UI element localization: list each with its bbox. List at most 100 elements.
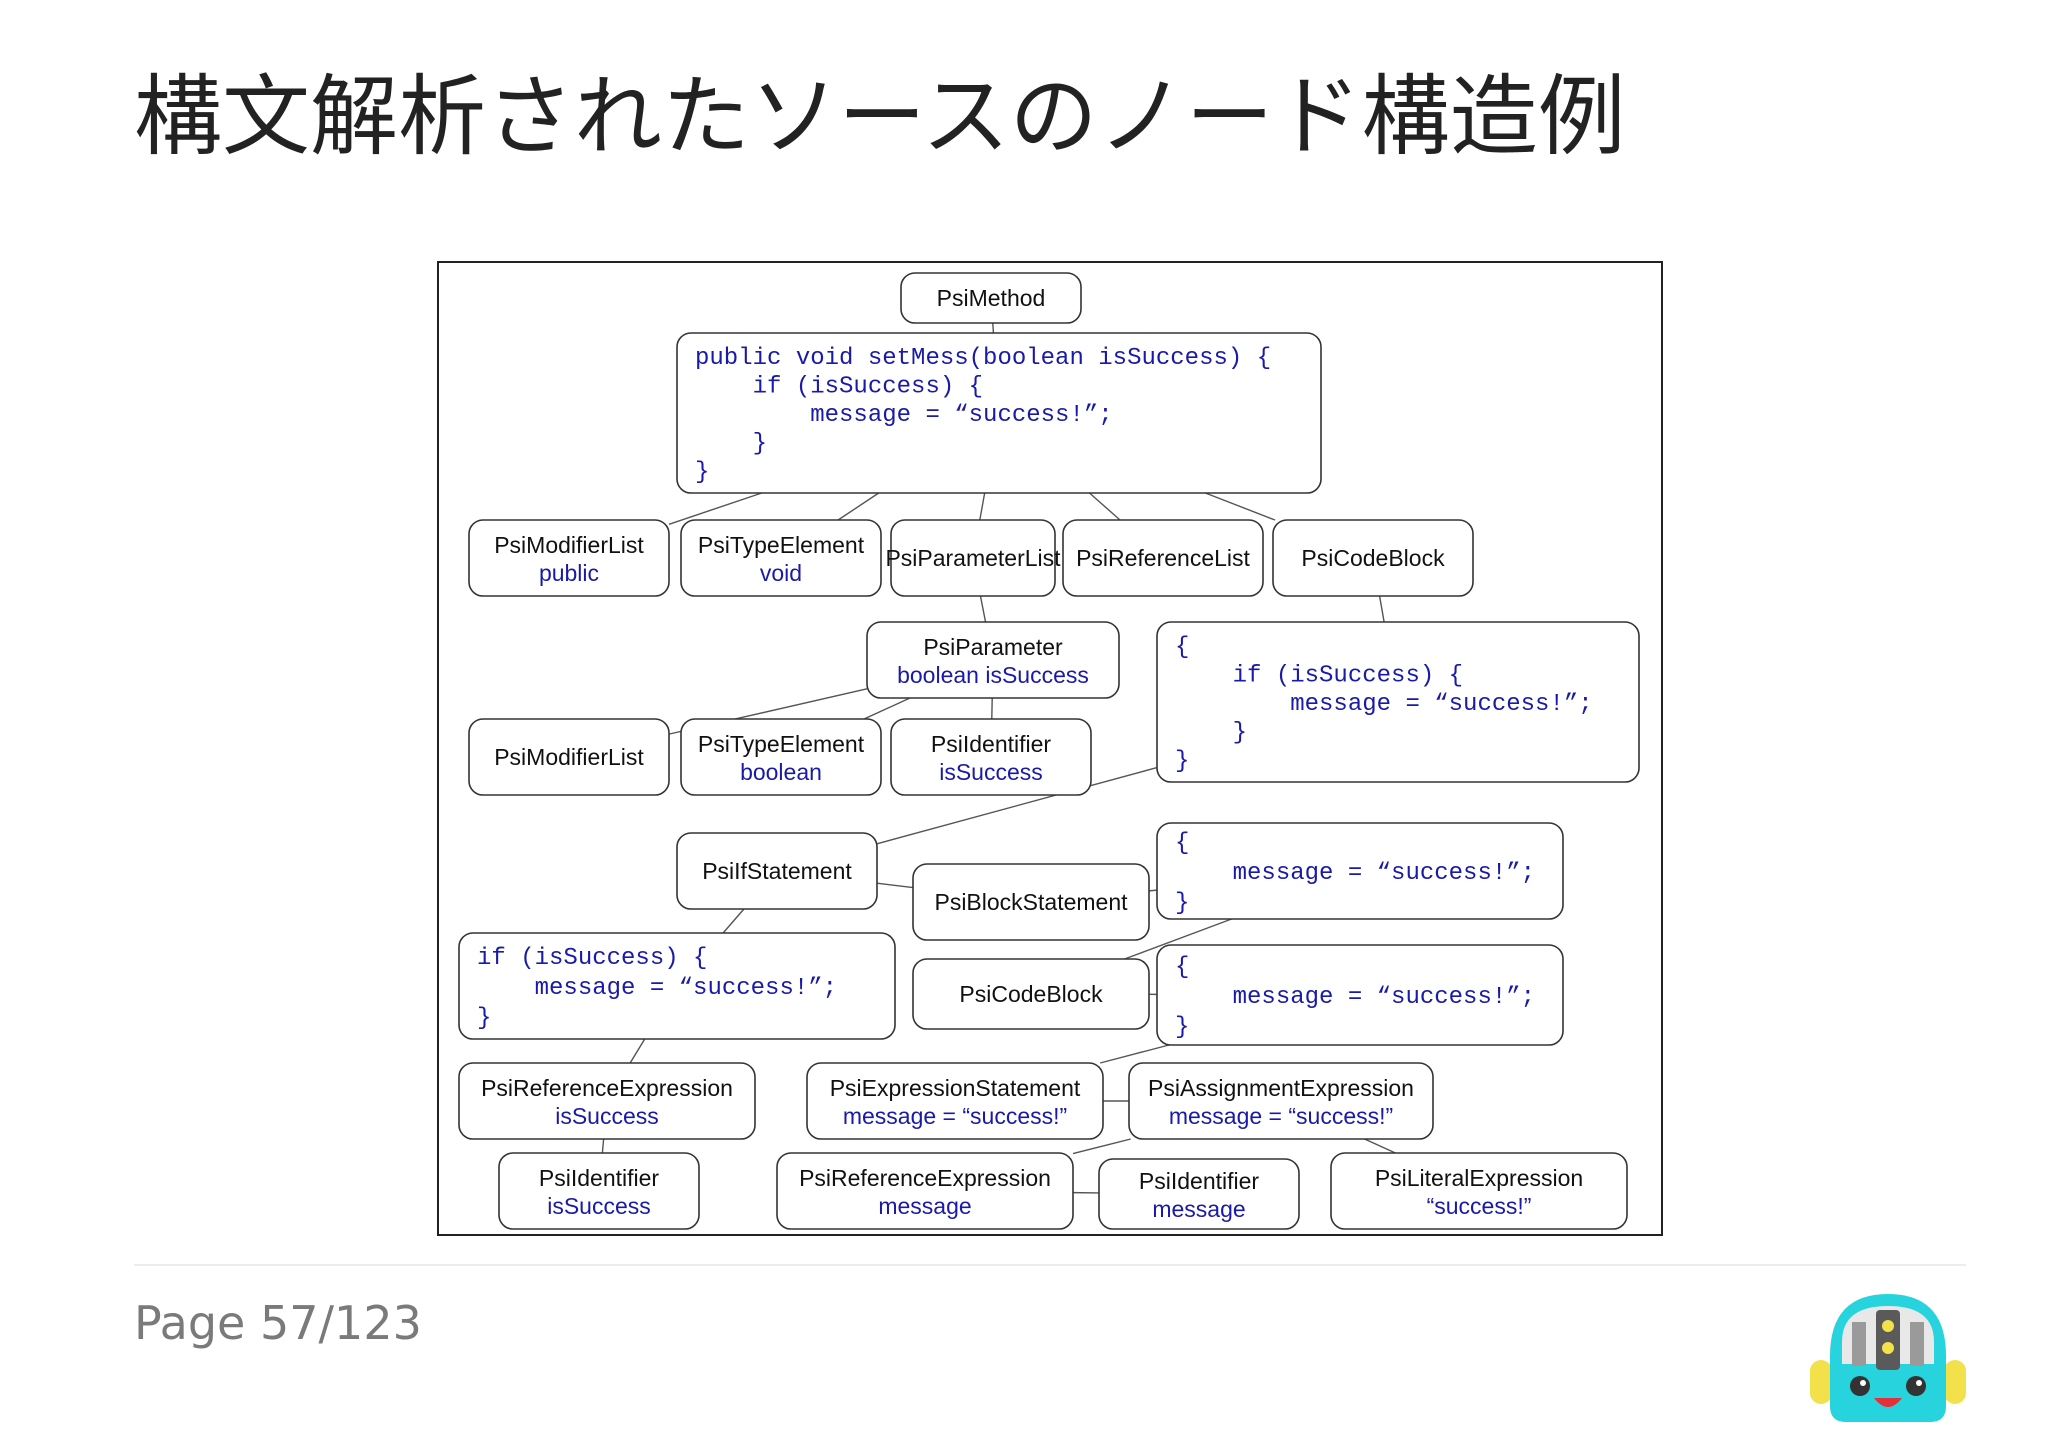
node-box xyxy=(1156,621,1640,783)
code-line: message = “success!”; xyxy=(1175,860,1535,887)
edge-method-code-codeblock1 xyxy=(1205,492,1276,521)
code-line: { xyxy=(1175,634,1189,661)
edge-refexpr1-ident2 xyxy=(601,1138,605,1154)
edge-method-method-code xyxy=(992,322,995,334)
node-literal: PsiLiteralExpression“success!” xyxy=(1330,1152,1628,1230)
node-ifstmt: PsiIfStatement xyxy=(676,832,878,910)
slide-title: 構文解析されたソースのノード構造例 xyxy=(134,65,1626,168)
node-box xyxy=(458,932,896,1040)
node-box xyxy=(468,718,670,796)
footer-divider xyxy=(134,1264,1966,1266)
node-type-label: PsiTypeElement xyxy=(698,731,865,757)
node-type-label: PsiCodeBlock xyxy=(1301,545,1445,571)
edge-codeblock1-code-ifstmt xyxy=(876,766,1158,845)
code-line: } xyxy=(695,459,709,486)
node-box xyxy=(680,718,882,796)
edge-ifstmt-blockstmt xyxy=(876,882,914,889)
edge-method-code-reflist xyxy=(1089,492,1121,521)
node-type-label: PsiReferenceList xyxy=(1076,545,1250,571)
edge-codeblock1-codeblock1-code xyxy=(1378,595,1385,623)
node-box xyxy=(866,621,1120,699)
code-line: } xyxy=(1175,720,1247,747)
edge-codeblock2-code-exprstmt xyxy=(1100,1044,1170,1064)
node-type-label: PsiIdentifier xyxy=(539,1165,660,1191)
node-value-label: message = “success!” xyxy=(1169,1103,1393,1129)
node-box xyxy=(1330,1152,1628,1230)
code-line: { xyxy=(1175,954,1189,981)
edge-ifstmt-code-refexpr1 xyxy=(629,1038,646,1064)
page-indicator: Page 57/123 xyxy=(134,1296,422,1350)
node-value-label: isSuccess xyxy=(939,759,1043,785)
node-method-code: public void setMess(boolean isSuccess) {… xyxy=(676,332,1322,494)
code-line: message = “success!”; xyxy=(1175,984,1535,1011)
code-line: if (isSuccess) { xyxy=(695,374,983,401)
node-type-label: PsiIdentifier xyxy=(1139,1168,1260,1194)
code-line: if (isSuccess) { xyxy=(477,945,707,972)
edge-method-code-paramlist xyxy=(979,492,986,521)
node-box xyxy=(1156,822,1564,920)
edge-assignexpr-literal xyxy=(1364,1138,1396,1154)
node-codeblock1: PsiCodeBlock xyxy=(1272,519,1474,597)
node-box xyxy=(676,832,878,910)
node-type-label: PsiMethod xyxy=(937,285,1046,311)
node-box xyxy=(1272,519,1474,597)
node-blockstmt-code: { message = “success!”;} xyxy=(1156,822,1564,920)
node-codeblock1-code: { if (isSuccess) { message = “success!”;… xyxy=(1156,621,1640,783)
node-type-label: PsiModifierList xyxy=(494,532,644,558)
node-box xyxy=(458,1062,756,1140)
node-box xyxy=(806,1062,1104,1140)
node-value-label: isSuccess xyxy=(555,1103,659,1129)
code-line: } xyxy=(1175,890,1189,917)
node-type-label: PsiCodeBlock xyxy=(959,981,1103,1007)
node-paramlist: PsiParameterList xyxy=(885,519,1061,597)
node-type-label: PsiParameterList xyxy=(885,545,1061,571)
edge-param-typeel2 xyxy=(863,697,911,720)
code-line: } xyxy=(695,431,767,458)
page-label: Page xyxy=(134,1296,246,1350)
node-box xyxy=(890,718,1092,796)
node-type-label: PsiModifierList xyxy=(494,744,644,770)
robot-mascot-icon xyxy=(1810,1294,1966,1422)
code-line: } xyxy=(1175,748,1189,775)
node-box xyxy=(900,272,1082,324)
node-value-label: “success!” xyxy=(1427,1193,1532,1219)
node-box xyxy=(680,519,882,597)
code-line: if (isSuccess) { xyxy=(1175,663,1463,690)
node-type-label: PsiLiteralExpression xyxy=(1375,1165,1583,1191)
node-reflist: PsiReferenceList xyxy=(1062,519,1264,597)
edge-ifstmt-ifstmt-code xyxy=(722,908,745,934)
node-type-label: PsiParameter xyxy=(923,634,1063,660)
node-box xyxy=(890,519,1056,597)
node-value-label: void xyxy=(760,560,802,586)
node-box xyxy=(1062,519,1264,597)
node-box xyxy=(1128,1062,1434,1140)
edge-assignexpr-refexpr2 xyxy=(1072,1138,1131,1155)
page-total: 123 xyxy=(334,1296,422,1350)
node-box xyxy=(676,332,1322,494)
node-blockstmt: PsiBlockStatement xyxy=(912,863,1150,941)
node-box xyxy=(912,863,1150,941)
node-ifstmt-code: if (isSuccess) { message = “success!”;} xyxy=(458,932,896,1040)
page-current: 57 xyxy=(260,1296,319,1350)
node-box xyxy=(912,958,1150,1030)
code-line: message = “success!”; xyxy=(1175,691,1593,718)
edge-method-code-typeel1 xyxy=(837,492,880,521)
node-method: PsiMethod xyxy=(900,272,1082,324)
node-box xyxy=(498,1152,700,1230)
node-value-label: boolean xyxy=(740,759,822,785)
edge-blockstmt-blockstmt-code xyxy=(1148,889,1158,892)
code-line: } xyxy=(1175,1014,1189,1041)
node-value-label: message = “success!” xyxy=(843,1103,1067,1129)
page-separator: / xyxy=(318,1296,335,1350)
node-type-label: PsiReferenceExpression xyxy=(481,1075,733,1101)
diagram-canvas: PsiMethod public void setMess(boolean isS… xyxy=(458,272,1640,1230)
